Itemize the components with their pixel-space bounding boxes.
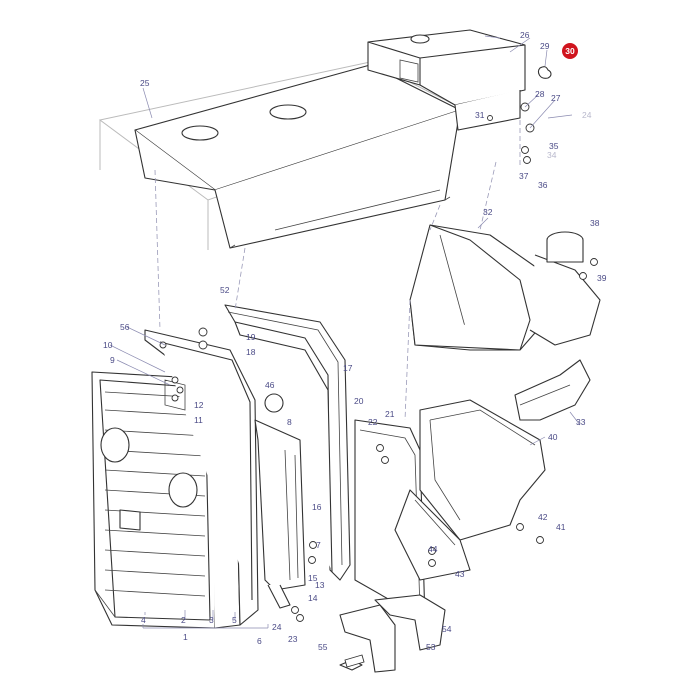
callout-leaders xyxy=(109,35,581,629)
callout-54: 54 xyxy=(442,624,452,634)
callout-29: 28 xyxy=(535,89,545,99)
console-box xyxy=(367,29,526,131)
callout-1: 1 xyxy=(183,632,188,642)
callout-5: 5 xyxy=(232,615,237,625)
inner-shroud xyxy=(254,419,306,609)
callout-33: 32 xyxy=(483,207,493,217)
side-panel xyxy=(144,329,259,626)
callout-31: 29 xyxy=(540,41,550,51)
callout-35: 34 xyxy=(547,150,557,160)
callout-46: 46 xyxy=(265,380,275,390)
callout-41: 40 xyxy=(548,432,558,442)
callout-8: 8 xyxy=(287,417,292,427)
callout-34: 33 xyxy=(576,417,586,427)
alignment-lines xyxy=(154,120,521,421)
callout-16: 16 xyxy=(312,502,322,512)
fasteners xyxy=(159,102,598,668)
callout-10: 10 xyxy=(103,340,113,350)
callout-37: 36 xyxy=(538,180,548,190)
callout-9: 9 xyxy=(110,355,115,365)
callout-2: 2 xyxy=(181,615,186,625)
bonnet-top-cover xyxy=(98,61,467,250)
callout-20: 20 xyxy=(354,396,364,406)
callout-36: 35 xyxy=(549,141,559,151)
callout-42: 41 xyxy=(556,522,566,532)
callout-56: 56 xyxy=(120,322,130,332)
callout-3: 3 xyxy=(209,615,214,625)
callout-14: 14 xyxy=(308,593,318,603)
support-bracket xyxy=(394,399,546,581)
callout-18: 18 xyxy=(246,347,256,357)
callout-52: 52 xyxy=(220,285,230,295)
callout-12: 12 xyxy=(194,400,204,410)
callout-7: 7 xyxy=(316,540,321,550)
callout-11: 11 xyxy=(194,415,203,425)
callout-45: 44 xyxy=(428,544,438,554)
highlight-marker-30[interactable]: 30 xyxy=(562,43,578,59)
callout-labels: 25 26 29 28 27 24 31 35 34 37 36 32 38 3… xyxy=(103,30,607,652)
clip-30 xyxy=(537,66,552,79)
callout-17: 17 xyxy=(343,363,353,373)
callout-32: 31 xyxy=(475,110,485,120)
callout-53: 53 xyxy=(426,642,436,652)
callout-28: 27 xyxy=(551,93,561,103)
callout-21: 21 xyxy=(385,409,395,419)
callout-6: 6 xyxy=(257,636,262,646)
callout-26: 26 xyxy=(520,30,530,40)
highlight-label: 30 xyxy=(565,46,575,56)
callout-24: 24 xyxy=(272,622,282,632)
callout-55: 55 xyxy=(318,642,328,652)
callout-25: 25 xyxy=(140,78,150,88)
callout-19: 19 xyxy=(246,332,256,342)
tank-side-panel xyxy=(514,359,591,421)
mounting-plate xyxy=(354,419,426,621)
cap-46 xyxy=(264,393,284,413)
callout-43: 42 xyxy=(538,512,548,522)
callout-13: 13 xyxy=(315,580,325,590)
callout-39: 38 xyxy=(590,218,600,228)
fuel-tank xyxy=(409,224,601,351)
callout-23: 23 xyxy=(288,634,298,644)
callout-22: 22 xyxy=(368,417,378,427)
callout-38: 37 xyxy=(519,171,529,181)
callout-15: 15 xyxy=(308,573,318,583)
callout-4: 4 xyxy=(141,615,146,625)
highlight-badge[interactable] xyxy=(562,43,578,59)
callout-44: 43 xyxy=(455,569,465,579)
callout-40: 39 xyxy=(597,273,607,283)
callout-27: 24 xyxy=(582,110,592,120)
